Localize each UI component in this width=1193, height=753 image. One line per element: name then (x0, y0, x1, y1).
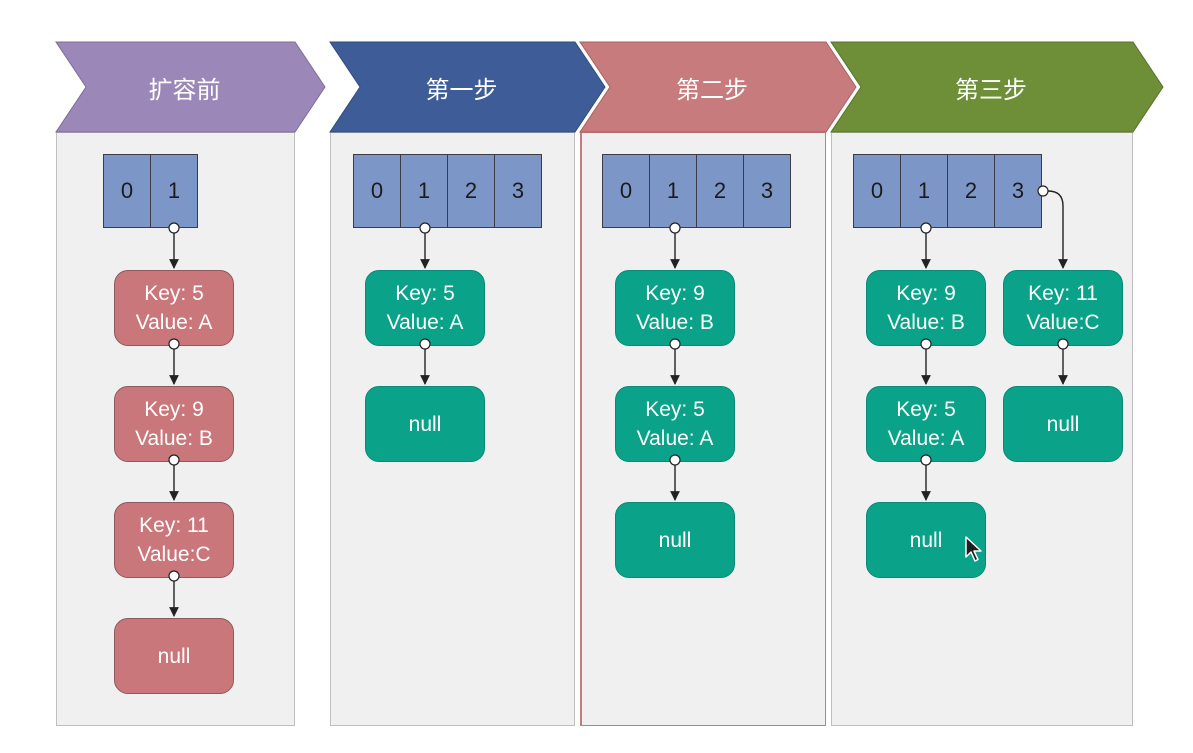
node-before-key11: Key: 11 Value:C (114, 502, 234, 578)
node-value-text: Value: B (636, 311, 714, 334)
node-key-text: Key: 11 (1028, 282, 1098, 305)
node-step1-null: null (365, 386, 485, 462)
node-step2-key9: Key: 9 Value: B (615, 270, 735, 346)
bucket-step2-3: 3 (743, 154, 791, 228)
header-step2-label: 第二步 (676, 75, 748, 104)
bucket-step3-1: 1 (900, 154, 948, 228)
node-step1-key5: Key: 5 Value: A (365, 270, 485, 346)
node-step3-key5: Key: 5 Value: A (866, 386, 986, 462)
node-value-text: Value:C (1026, 311, 1100, 334)
node-before-key5: Key: 5 Value: A (114, 270, 234, 346)
bucket-step1-0: 0 (353, 154, 401, 228)
mouse-cursor-icon (965, 536, 982, 562)
node-key-text: Key: 5 (645, 398, 705, 421)
bucket-step2-1: 1 (649, 154, 697, 228)
node-null-text: null (658, 528, 692, 552)
bucket-step1-3: 3 (494, 154, 542, 228)
node-null-text: null (408, 412, 442, 436)
node-value-text: Value: A (386, 311, 464, 334)
node-null-text: null (909, 528, 943, 552)
bucket-step1-1: 1 (400, 154, 448, 228)
node-step3-key9: Key: 9 Value: B (866, 270, 986, 346)
node-key-text: Key: 9 (896, 282, 956, 305)
node-value-text: Value: B (887, 311, 965, 334)
node-step3-null-b: null (1003, 386, 1123, 462)
header-step1: 第一步 (330, 42, 605, 132)
bucket-step3-3: 3 (994, 154, 1042, 228)
node-value-text: Value: B (135, 427, 213, 450)
node-value-text: Value: A (887, 427, 965, 450)
node-step2-key5: Key: 5 Value: A (615, 386, 735, 462)
bucket-before-0: 0 (103, 154, 151, 228)
bucket-step1-2: 2 (447, 154, 495, 228)
node-value-text: Value: A (636, 427, 714, 450)
bucket-step2-2: 2 (696, 154, 744, 228)
node-null-text: null (157, 644, 191, 668)
header-before: 扩容前 (56, 42, 325, 132)
bucket-step3-0: 0 (853, 154, 901, 228)
header-step3-label: 第三步 (955, 75, 1027, 104)
bucket-before-1: 1 (150, 154, 198, 228)
bucket-step2-0: 0 (602, 154, 650, 228)
node-key-text: Key: 5 (144, 282, 204, 305)
node-key-text: Key: 11 (139, 514, 209, 537)
node-before-null: null (114, 618, 234, 694)
node-key-text: Key: 5 (896, 398, 956, 421)
node-key-text: Key: 5 (395, 282, 455, 305)
bucket-step3-2: 2 (947, 154, 995, 228)
node-key-text: Key: 9 (645, 282, 705, 305)
node-null-text: null (1046, 412, 1080, 436)
header-step2: 第二步 (580, 42, 856, 132)
node-step3-key11: Key: 11 Value:C (1003, 270, 1123, 346)
header-step1-label: 第一步 (425, 75, 498, 104)
header-step3: 第三步 (831, 42, 1163, 132)
node-step2-null: null (615, 502, 735, 578)
header-before-label: 扩容前 (148, 75, 221, 104)
node-before-key9: Key: 9 Value: B (114, 386, 234, 462)
node-key-text: Key: 9 (144, 398, 204, 421)
node-value-text: Value: A (135, 311, 213, 334)
node-value-text: Value:C (137, 543, 211, 566)
